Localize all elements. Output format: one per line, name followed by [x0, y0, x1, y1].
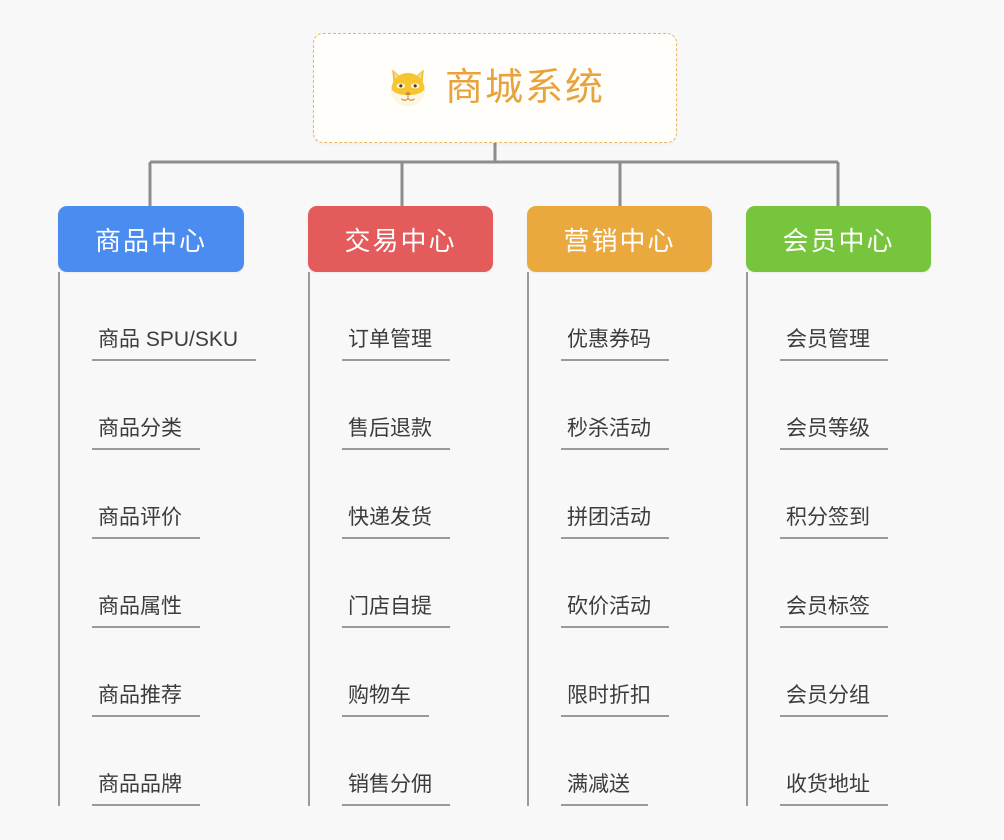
branch-header-0[interactable]: 商品中心	[58, 206, 244, 272]
leaf-label: 快递发货	[342, 507, 450, 539]
branch-column-3: 会员中心 会员管理 会员等级 积分签到 会员标签 会员分组 收货地址	[746, 206, 931, 806]
leaf-item[interactable]: 商品分类	[58, 361, 318, 450]
leaf-label: 订单管理	[342, 329, 450, 361]
leaf-label: 会员等级	[780, 418, 888, 450]
leaf-label: 满减送	[561, 774, 648, 806]
leaf-item[interactable]: 快递发货	[308, 450, 568, 539]
branch-header-1[interactable]: 交易中心	[308, 206, 493, 272]
leaf-label: 商品品牌	[92, 774, 200, 806]
leaf-item[interactable]: 会员管理	[746, 272, 1004, 361]
leaf-item[interactable]: 商品推荐	[58, 628, 318, 717]
root-title: 商城系统	[444, 67, 605, 109]
leaf-label: 积分签到	[780, 507, 888, 539]
leaf-list-1: 订单管理 售后退款 快递发货 门店自提 购物车 销售分佣	[308, 272, 568, 806]
leaf-label: 限时折扣	[561, 685, 669, 717]
shiba-dog-face-icon	[391, 69, 425, 106]
leaf-item[interactable]: 优惠券码	[527, 272, 787, 361]
leaf-item[interactable]: 门店自提	[308, 539, 568, 628]
leaf-label: 秒杀活动	[561, 418, 669, 450]
branch-header-3[interactable]: 会员中心	[746, 206, 931, 272]
leaf-label: 商品推荐	[92, 685, 200, 717]
leaf-item[interactable]: 商品品牌	[58, 717, 318, 806]
leaf-list-3: 会员管理 会员等级 积分签到 会员标签 会员分组 收货地址	[746, 272, 1004, 806]
leaf-label: 商品属性	[92, 596, 200, 628]
leaf-item[interactable]: 积分签到	[746, 450, 1004, 539]
leaf-item[interactable]: 商品 SPU/SKU	[58, 272, 318, 361]
leaf-item[interactable]: 拼团活动	[527, 450, 787, 539]
leaf-label: 收货地址	[780, 774, 888, 806]
leaf-item[interactable]: 售后退款	[308, 361, 568, 450]
leaf-item[interactable]: 销售分佣	[308, 717, 568, 806]
leaf-item[interactable]: 商品属性	[58, 539, 318, 628]
leaf-label: 商品分类	[92, 418, 200, 450]
leaf-label: 购物车	[342, 685, 429, 717]
leaf-item[interactable]: 收货地址	[746, 717, 1004, 806]
branch-column-1: 交易中心 订单管理 售后退款 快递发货 门店自提 购物车 销售分佣	[308, 206, 493, 806]
leaf-label: 商品评价	[92, 507, 200, 539]
leaf-label: 商品 SPU/SKU	[92, 329, 257, 361]
leaf-item[interactable]: 会员等级	[746, 361, 1004, 450]
leaf-item[interactable]: 商品评价	[58, 450, 318, 539]
leaf-label: 会员分组	[780, 685, 888, 717]
root-node[interactable]: 商城系统	[313, 33, 677, 143]
leaf-item[interactable]: 限时折扣	[527, 628, 787, 717]
leaf-item[interactable]: 会员分组	[746, 628, 1004, 717]
branch-column-2: 营销中心 优惠券码 秒杀活动 拼团活动 砍价活动 限时折扣 满减送	[527, 206, 712, 806]
leaf-item[interactable]: 购物车	[308, 628, 568, 717]
leaf-item[interactable]: 会员标签	[746, 539, 1004, 628]
leaf-label: 售后退款	[342, 418, 450, 450]
leaf-label: 销售分佣	[342, 774, 450, 806]
branch-column-0: 商品中心 商品 SPU/SKU 商品分类 商品评价 商品属性 商品推荐 商品品牌	[58, 206, 257, 806]
leaf-label: 会员管理	[780, 329, 888, 361]
leaf-label: 拼团活动	[561, 507, 669, 539]
leaf-item[interactable]: 订单管理	[308, 272, 568, 361]
leaf-list-2: 优惠券码 秒杀活动 拼团活动 砍价活动 限时折扣 满减送	[527, 272, 787, 806]
branch-header-2[interactable]: 营销中心	[527, 206, 712, 272]
leaf-label: 砍价活动	[561, 596, 669, 628]
leaf-item[interactable]: 秒杀活动	[527, 361, 787, 450]
leaf-item[interactable]: 砍价活动	[527, 539, 787, 628]
leaf-label: 优惠券码	[561, 329, 669, 361]
leaf-item[interactable]: 满减送	[527, 717, 787, 806]
leaf-label: 会员标签	[780, 596, 888, 628]
leaf-list-0: 商品 SPU/SKU 商品分类 商品评价 商品属性 商品推荐 商品品牌	[58, 272, 318, 806]
leaf-label: 门店自提	[342, 596, 450, 628]
